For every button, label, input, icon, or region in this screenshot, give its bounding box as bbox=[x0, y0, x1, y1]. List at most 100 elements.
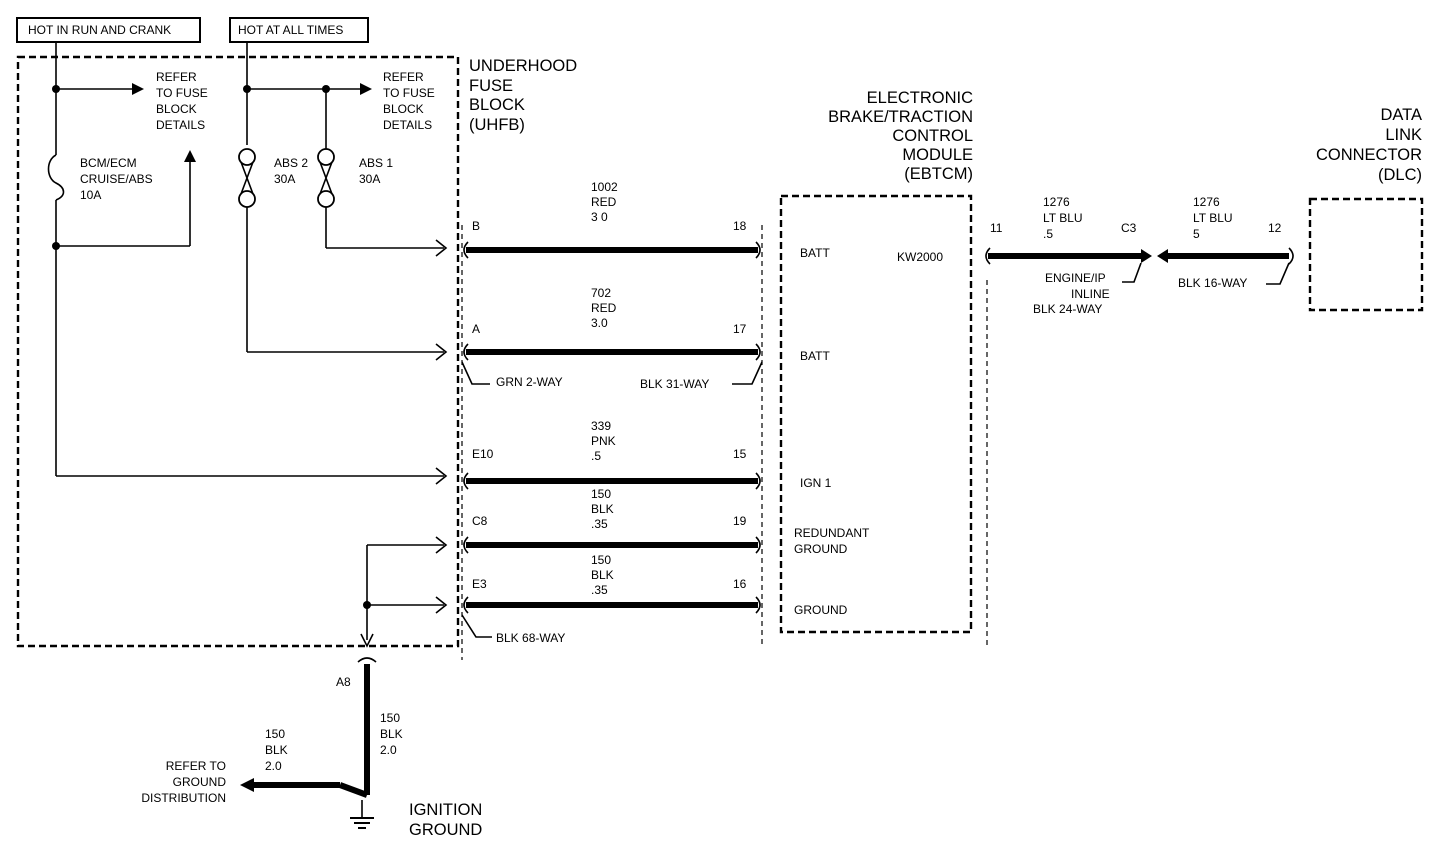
dl-right-color: LT BLU bbox=[1193, 211, 1233, 225]
blk31-label: BLK 31-WAY bbox=[640, 377, 709, 391]
data-link-wiring: 11 C3 12 1276 LT BLU .5 1276 LT BLU 5 EN… bbox=[985, 195, 1294, 316]
left-pin-label: E3 bbox=[472, 577, 487, 591]
engine-ip-line2: INLINE bbox=[1071, 287, 1110, 301]
pin-12: 12 bbox=[1268, 221, 1282, 235]
ground-refer-line2: GROUND bbox=[173, 775, 227, 789]
refer-right-line1: REFER bbox=[383, 70, 424, 84]
ebtcm-title-line5: (EBTCM) bbox=[904, 165, 973, 183]
uhfb-title: UNDERHOOD FUSE BLOCK (UHFB) bbox=[469, 57, 577, 134]
left-pin-label: A bbox=[472, 322, 480, 336]
abs2-fuse-line1: ABS 2 bbox=[274, 156, 308, 170]
refer-right-line4: DETAILS bbox=[383, 118, 432, 132]
circuit-number: 1002 bbox=[591, 180, 618, 194]
run-crank-label-box: HOT IN RUN AND CRANK bbox=[16, 17, 201, 43]
left-connector-cap bbox=[463, 472, 469, 490]
right-pin-label: 16 bbox=[733, 577, 747, 591]
pin-ign1: IGN 1 bbox=[800, 476, 832, 490]
abs2-fuse-symbol bbox=[238, 148, 256, 208]
uhfb-title-line1: UNDERHOOD bbox=[469, 57, 577, 75]
blk16-label: BLK 16-WAY bbox=[1178, 276, 1247, 290]
ground-right-color: BLK bbox=[380, 727, 403, 741]
ground-left-number: 150 bbox=[265, 727, 285, 741]
left-pin-label: E10 bbox=[472, 447, 494, 461]
pin-c3: C3 bbox=[1121, 221, 1137, 235]
ground-right-size: 2.0 bbox=[380, 743, 397, 757]
run-crank-feed bbox=[47, 42, 448, 485]
abs1-fuse-label: ABS 1 30A bbox=[359, 156, 393, 186]
wire-size: .35 bbox=[591, 583, 608, 597]
wire-color: BLK bbox=[591, 502, 614, 516]
uhfb-title-line2: FUSE bbox=[469, 77, 513, 95]
pin-kw2000: KW2000 bbox=[897, 250, 943, 264]
all-times-feed bbox=[238, 42, 448, 361]
uhfb-title-line3: BLOCK bbox=[469, 96, 525, 114]
right-connector-cap bbox=[755, 343, 761, 361]
refer-right: REFER TO FUSE BLOCK DETAILS bbox=[383, 70, 435, 132]
refer-left-line1: REFER bbox=[156, 70, 197, 84]
refer-left-line2: TO FUSE bbox=[156, 86, 208, 100]
engine-ip-line3: BLK 24-WAY bbox=[1033, 302, 1102, 316]
bcm-fuse-symbol bbox=[47, 154, 65, 201]
uhfb-title-line4: (UHFB) bbox=[469, 116, 525, 134]
pin-ground: GROUND bbox=[794, 603, 848, 617]
left-connector-cap bbox=[463, 241, 469, 259]
right-pin-label: 17 bbox=[733, 322, 747, 336]
bcm-fuse-line2: CRUISE/ABS bbox=[80, 172, 153, 186]
pin-batt-2: BATT bbox=[800, 349, 830, 363]
wire-color: RED bbox=[591, 195, 617, 209]
right-pin-label: 15 bbox=[733, 447, 747, 461]
dl-right-size: 5 bbox=[1193, 227, 1200, 241]
left-pin-label: C8 bbox=[472, 514, 488, 528]
refer-right-line2: TO FUSE bbox=[383, 86, 435, 100]
right-connector-cap bbox=[755, 241, 761, 259]
ground-refer-line1: REFER TO bbox=[166, 759, 226, 773]
dlc-title-line4: (DLC) bbox=[1378, 166, 1422, 184]
dlc-title-line2: LINK bbox=[1385, 126, 1422, 144]
refer-right-line3: BLOCK bbox=[383, 102, 424, 116]
circuit-number: 150 bbox=[591, 487, 611, 501]
dl-left-number: 1276 bbox=[1043, 195, 1070, 209]
blk68-label: BLK 68-WAY bbox=[496, 631, 565, 645]
wire-size: 3 0 bbox=[591, 210, 608, 224]
circuit-number: 339 bbox=[591, 419, 611, 433]
right-connector-cap bbox=[755, 536, 761, 554]
bcm-fuse-line3: 10A bbox=[80, 188, 101, 202]
circuit-number: 702 bbox=[591, 286, 611, 300]
wire-size: .5 bbox=[591, 449, 601, 463]
ebtcm-title-line4: MODULE bbox=[902, 146, 973, 164]
abs2-fuse-line2: 30A bbox=[274, 172, 295, 186]
ebtcm-outline bbox=[779, 194, 973, 634]
right-connector-cap bbox=[755, 472, 761, 490]
abs1-fuse-line1: ABS 1 bbox=[359, 156, 393, 170]
left-connector-cap bbox=[463, 343, 469, 361]
pin-a8: A8 bbox=[336, 675, 351, 689]
engine-ip-line1: ENGINE/IP bbox=[1045, 271, 1106, 285]
all-times-label-box: HOT AT ALL TIMES bbox=[229, 17, 369, 43]
grn2-label: GRN 2-WAY bbox=[496, 375, 563, 389]
dl-left-color: LT BLU bbox=[1043, 211, 1083, 225]
ebtcm-title-line2: BRAKE/TRACTION bbox=[828, 108, 973, 126]
dl-right-number: 1276 bbox=[1193, 195, 1220, 209]
ignition-ground-line2: GROUND bbox=[409, 821, 482, 839]
pin-batt-1: BATT bbox=[800, 246, 830, 260]
dlc-outline bbox=[1308, 197, 1424, 312]
wire-color: PNK bbox=[591, 434, 616, 448]
right-pin-label: 19 bbox=[733, 514, 747, 528]
left-connector-cap bbox=[463, 596, 469, 614]
refer-left-line4: DETAILS bbox=[156, 118, 205, 132]
ground-left-size: 2.0 bbox=[265, 759, 282, 773]
ignition-ground-line1: IGNITION bbox=[409, 801, 482, 819]
blk68-connector-callout: BLK 68-WAY bbox=[461, 614, 565, 645]
ebtcm-title-line1: ELECTRONIC bbox=[867, 89, 973, 107]
ground-refer-line3: DISTRIBUTION bbox=[141, 791, 226, 805]
circuit-number: 150 bbox=[591, 553, 611, 567]
pin-redundant-ground-line2: GROUND bbox=[794, 542, 848, 556]
pin-redundant-ground-line1: REDUNDANT bbox=[794, 526, 870, 540]
bcm-fuse-line1: BCM/ECM bbox=[80, 156, 137, 170]
